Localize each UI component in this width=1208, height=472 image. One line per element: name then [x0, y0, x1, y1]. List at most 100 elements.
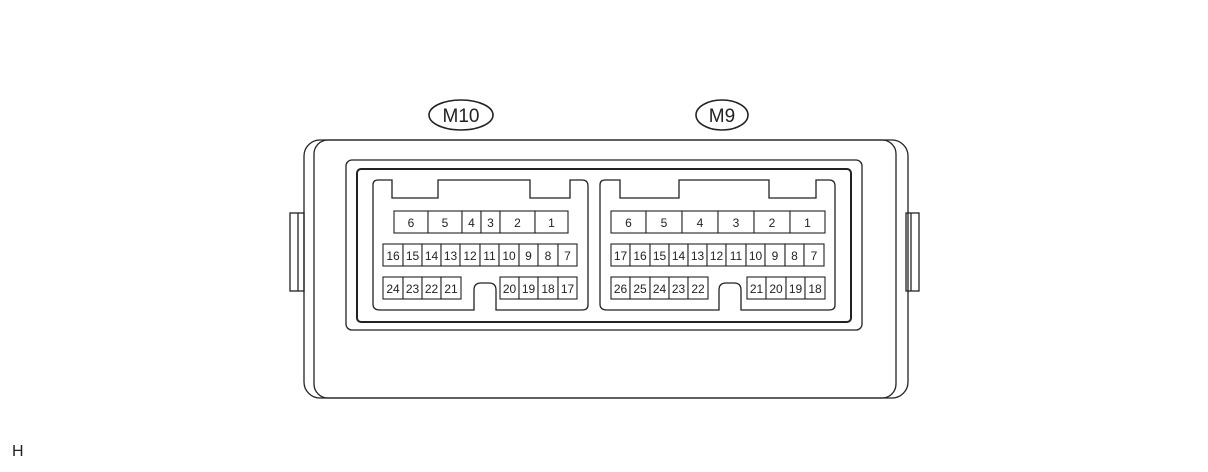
pin-cell	[534, 210, 569, 234]
pin-number: 22	[691, 282, 705, 296]
pin-m9-11: 11	[725, 243, 747, 267]
pin-m10-3: 3	[480, 210, 501, 234]
pin-m10-23: 23	[402, 276, 423, 300]
pin-number: 5	[442, 216, 449, 230]
pin-m9-2: 2	[753, 210, 791, 234]
connector-housing	[289, 139, 920, 399]
pin-number: 1	[804, 216, 811, 230]
pin-number: 19	[522, 282, 536, 296]
pin-number: 20	[769, 282, 783, 296]
pin-number: 13	[691, 249, 705, 263]
pin-number: 9	[525, 249, 532, 263]
pin-m9-9: 9	[764, 243, 786, 267]
pin-number: 24	[386, 282, 400, 296]
pin-m10-24: 24	[382, 276, 404, 300]
pin-number: 8	[791, 249, 798, 263]
svg-text:M9: M9	[709, 106, 735, 127]
pin-m10-8: 8	[537, 243, 559, 267]
pin-m9-25: 25	[629, 276, 651, 300]
pin-number: 25	[633, 282, 647, 296]
pin-number: 6	[625, 216, 632, 230]
pin-number: 21	[750, 282, 764, 296]
pin-m10-16: 16	[382, 243, 404, 267]
pin-m9-14: 14	[668, 243, 689, 267]
pin-number: 7	[564, 249, 571, 263]
pin-number: 18	[541, 282, 555, 296]
pin-m9-8: 8	[784, 243, 805, 267]
pin-m9-23: 23	[668, 276, 689, 300]
pin-number: 17	[614, 249, 628, 263]
pin-m10-18: 18	[537, 276, 559, 300]
pin-m9-1: 1	[789, 210, 826, 234]
pin-m9-15: 15	[649, 243, 670, 267]
pin-number: 10	[502, 249, 516, 263]
pin-m10-14: 14	[421, 243, 442, 267]
pin-cell	[804, 276, 826, 300]
pin-number: 21	[444, 282, 458, 296]
pin-cell	[803, 243, 825, 267]
pin-m10-12: 12	[459, 243, 481, 267]
pin-m9-5: 5	[645, 210, 683, 234]
pin-m10-21: 21	[440, 276, 462, 300]
pin-m9-10: 10	[745, 243, 766, 267]
pin-m9-7: 7	[803, 243, 825, 267]
pin-m9-6: 6	[610, 210, 647, 234]
pin-number: 8	[545, 249, 552, 263]
pin-m9-17: 17	[610, 243, 631, 267]
pin-number: 15	[406, 249, 420, 263]
pin-m9-19: 19	[785, 276, 806, 300]
pin-m9-18: 18	[804, 276, 826, 300]
pin-m10-4: 4	[461, 210, 482, 234]
connector-label-m10: M10	[428, 99, 494, 131]
pin-m10-17: 17	[557, 276, 578, 300]
pin-m10-7: 7	[557, 243, 578, 267]
pin-number: 11	[483, 249, 496, 263]
pin-number: 12	[463, 249, 477, 263]
pin-m10-5: 5	[427, 210, 463, 234]
pin-m10-6: 6	[393, 210, 429, 234]
pin-m10-10: 10	[498, 243, 520, 267]
pin-number: 16	[633, 249, 647, 263]
pin-number: 15	[653, 249, 667, 263]
pin-cell	[687, 276, 709, 300]
pin-number: 2	[769, 216, 776, 230]
pin-number: 13	[444, 249, 458, 263]
pin-number: 4	[697, 216, 704, 230]
pin-number: 1	[548, 216, 555, 230]
pin-number: 12	[710, 249, 724, 263]
pin-m9-26: 26	[610, 276, 631, 300]
pin-m10-11: 11	[479, 243, 500, 267]
pin-number: 3	[487, 216, 494, 230]
pin-number: 6	[408, 216, 415, 230]
pin-m9-4: 4	[681, 210, 719, 234]
connector-body-m10	[372, 179, 589, 311]
pin-cell	[440, 276, 462, 300]
pin-m10-20: 20	[499, 276, 520, 300]
pin-m10-19: 19	[518, 276, 539, 300]
corner-mark: H	[12, 443, 24, 460]
pin-number: 23	[672, 282, 686, 296]
pin-m9-20: 20	[765, 276, 787, 300]
pin-number: 5	[661, 216, 668, 230]
pin-number: 22	[425, 282, 439, 296]
pin-number: 14	[425, 249, 439, 263]
pin-number: 26	[614, 282, 628, 296]
pin-m10-13: 13	[440, 243, 461, 267]
pin-m9-12: 12	[706, 243, 727, 267]
pin-m9-22: 22	[687, 276, 709, 300]
connector-label-m9: M9	[695, 99, 749, 131]
pin-number: 7	[811, 249, 818, 263]
pin-number: 4	[468, 216, 475, 230]
pin-number: 18	[808, 282, 822, 296]
svg-text:M10: M10	[443, 106, 480, 127]
pin-number: 3	[733, 216, 740, 230]
pin-m9-24: 24	[649, 276, 670, 300]
pin-m9-3: 3	[717, 210, 755, 234]
pin-m9-13: 13	[687, 243, 708, 267]
pin-number: 19	[789, 282, 803, 296]
pin-m9-16: 16	[629, 243, 651, 267]
pin-m10-22: 22	[421, 276, 442, 300]
pin-m10-9: 9	[518, 243, 539, 267]
pin-number: 9	[772, 249, 779, 263]
